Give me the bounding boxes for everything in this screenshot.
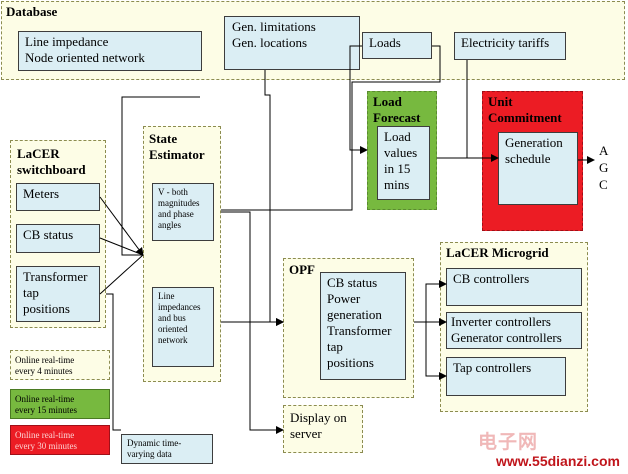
wire-loads-forecast bbox=[349, 45, 368, 154]
display-server-box: Display on server bbox=[283, 405, 363, 453]
watermark-url: www.55dianzi.com bbox=[496, 453, 620, 469]
electricity-tariffs-box: Electricity tariffs bbox=[454, 32, 566, 60]
legend-15min: Online real-time every 15 minutes bbox=[10, 389, 110, 419]
watermark-logo: 电子网 bbox=[478, 427, 538, 454]
wire-tariffs-uc bbox=[466, 60, 499, 162]
agc-g: G bbox=[599, 160, 609, 175]
meters-box: Meters bbox=[16, 183, 100, 211]
switchboard-title: LaCER switchboard bbox=[17, 146, 86, 177]
watermark-cn: 电子网 bbox=[478, 432, 539, 453]
cb-controllers-box: CB controllers bbox=[446, 268, 582, 306]
loads-box: Loads bbox=[362, 32, 432, 59]
opf-body-box: CB status Power generation Transformer t… bbox=[320, 272, 406, 380]
dynamic-data-box: Dynamic time- varying data bbox=[121, 434, 213, 464]
wire-se-opf bbox=[221, 211, 284, 326]
wire-sb-dynamic bbox=[106, 293, 121, 431]
agc-a: A bbox=[599, 143, 609, 158]
transformer-box: Transformer tap positions bbox=[16, 266, 100, 322]
load-values-box: Load values in 15 mins bbox=[377, 126, 430, 200]
inverter-controllers-box: Inverter controllers Generator controlle… bbox=[446, 312, 582, 349]
cb-status-box: CB status bbox=[16, 224, 100, 253]
wire-opf-micro bbox=[414, 280, 447, 323]
wire-loads-uc bbox=[221, 45, 441, 211]
database-title: Database bbox=[6, 4, 58, 19]
wire-cb-se bbox=[99, 237, 144, 256]
opf-title: OPF bbox=[289, 262, 315, 277]
line-impedance-box: Line impedance Node oriented network bbox=[18, 31, 202, 71]
legend-30min: Online real-time every 30 minutes bbox=[10, 425, 110, 455]
wire-lineimp-se bbox=[121, 96, 200, 256]
tap-controllers-box: Tap controllers bbox=[446, 357, 566, 396]
wire-meters-se bbox=[99, 196, 144, 256]
wire-opf-micro-3 bbox=[425, 322, 447, 380]
wire-se-display bbox=[249, 322, 284, 434]
line-impedances-box: Line impedances and bus oriented network bbox=[152, 287, 214, 367]
wire-tx-se bbox=[99, 254, 144, 295]
unit-commitment-title: Unit Commitment bbox=[488, 94, 562, 125]
agc-c: C bbox=[599, 177, 608, 192]
state-estimator-title: State Estimator bbox=[149, 131, 205, 162]
microgrid-title: LaCER Microgrid bbox=[446, 245, 549, 260]
legend-4min: Online real-time every 4 minutes bbox=[10, 350, 110, 380]
voltage-box: V - both magnitudes and phase angles bbox=[152, 183, 214, 241]
wire-gen-opf bbox=[264, 70, 284, 326]
generation-schedule-box: Generation schedule bbox=[498, 132, 578, 205]
gen-limitations-box: Gen. limitations Gen. locations bbox=[224, 16, 360, 70]
load-forecast-title: Load Forecast bbox=[373, 94, 421, 125]
